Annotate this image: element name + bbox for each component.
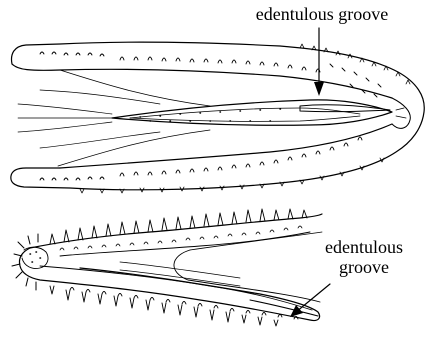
edentulous-groove-label-top: edentulous groove: [222, 4, 422, 24]
lower-jaw-drawing: [12, 209, 322, 326]
label-bottom-line2: groove: [300, 257, 428, 277]
edentulous-groove-label-bottom: edentulous groove: [300, 237, 428, 277]
top-arrow-head: [314, 82, 324, 96]
upper-jaw-drawing: [11, 42, 424, 193]
label-bottom-line1: edentulous: [300, 237, 428, 257]
